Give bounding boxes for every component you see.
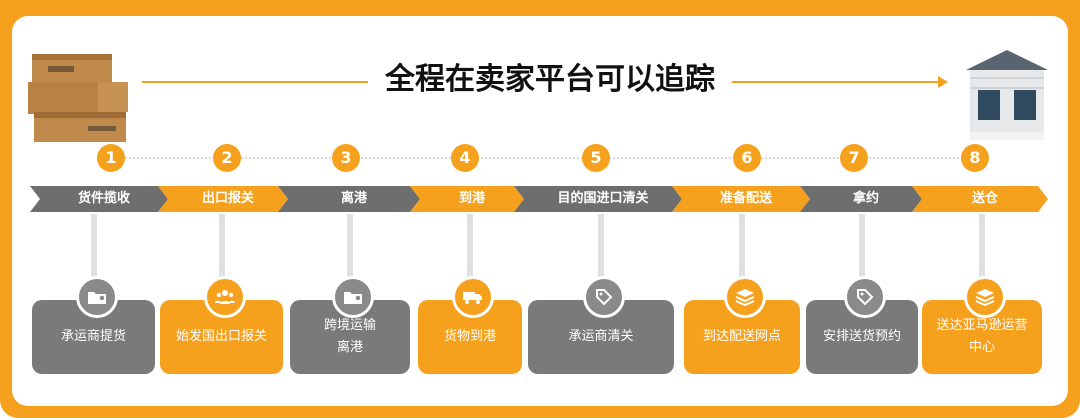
warehouse-image [966,50,1048,140]
layers-icon [724,276,766,318]
chevron-step-8 [912,186,1048,212]
chevron-step-7 [800,186,922,212]
step-connector [739,214,745,286]
step-number-badge: 8 [961,144,989,172]
step-connector [90,214,97,286]
step-detail-text: 承运商清关 [568,329,634,344]
title-line-left [142,81,368,83]
step-detail-text: 跨境运输 离港 [323,318,376,355]
step-detail-text: 安排送货预约 [822,329,901,344]
step-connector [859,214,865,286]
stage-label: 准备配送 [719,191,772,206]
layers-icon [964,276,1006,318]
page-title: 全程在卖家平台可以追踪 [385,62,715,97]
step-card: 到达配送网点 [684,300,800,374]
folder-icon [332,276,374,318]
stage-label: 拿约 [852,191,879,206]
step-number-badge: 6 [733,144,761,172]
stage-label: 送仓 [971,191,998,206]
stage-label: 货件揽收 [77,191,130,206]
stage-label: 到港 [458,191,485,206]
chevron-step-1 [30,186,168,212]
timeline-dotted-line [110,157,970,159]
step-number-badge: 7 [840,144,868,172]
step-connector [598,214,604,286]
stage-label: 目的国进口清关 [557,191,649,206]
chevron-step-3 [278,186,420,212]
title-line-right [732,81,942,83]
users-icon [203,276,246,318]
step-number-badge: 5 [582,144,610,172]
chevron-step-6 [672,186,810,212]
boxes-image [28,54,128,142]
step-connector [218,214,225,286]
step-connector [467,214,473,286]
stage-label: 离港 [340,191,367,206]
step-number-badge: 3 [332,144,360,172]
step-connector [979,214,985,286]
chevron-step-2 [158,186,288,212]
step-detail-text: 始发国出口报关 [175,329,267,344]
step-detail-text: 到达配送网点 [702,329,781,344]
truck-icon [452,276,494,318]
title-arrow-icon [938,76,948,88]
step-number-badge: 2 [213,144,241,172]
chevron-step-5 [514,186,682,212]
step-detail-text: 货物到港 [443,329,496,344]
step-number-badge: 1 [97,144,125,172]
tag-icon [844,276,886,318]
step-number-badge: 4 [451,144,479,172]
step-connector [347,214,353,286]
step-detail-text: 承运商提货 [60,329,126,344]
tag-icon [583,276,625,318]
step-detail-text: 送达亚马逊运营 中心 [936,318,1028,355]
folder-icon [75,276,118,318]
stage-label: 出口报关 [201,191,254,206]
step-card: 承运商提货 [32,300,155,374]
chevron-step-4 [410,186,524,212]
